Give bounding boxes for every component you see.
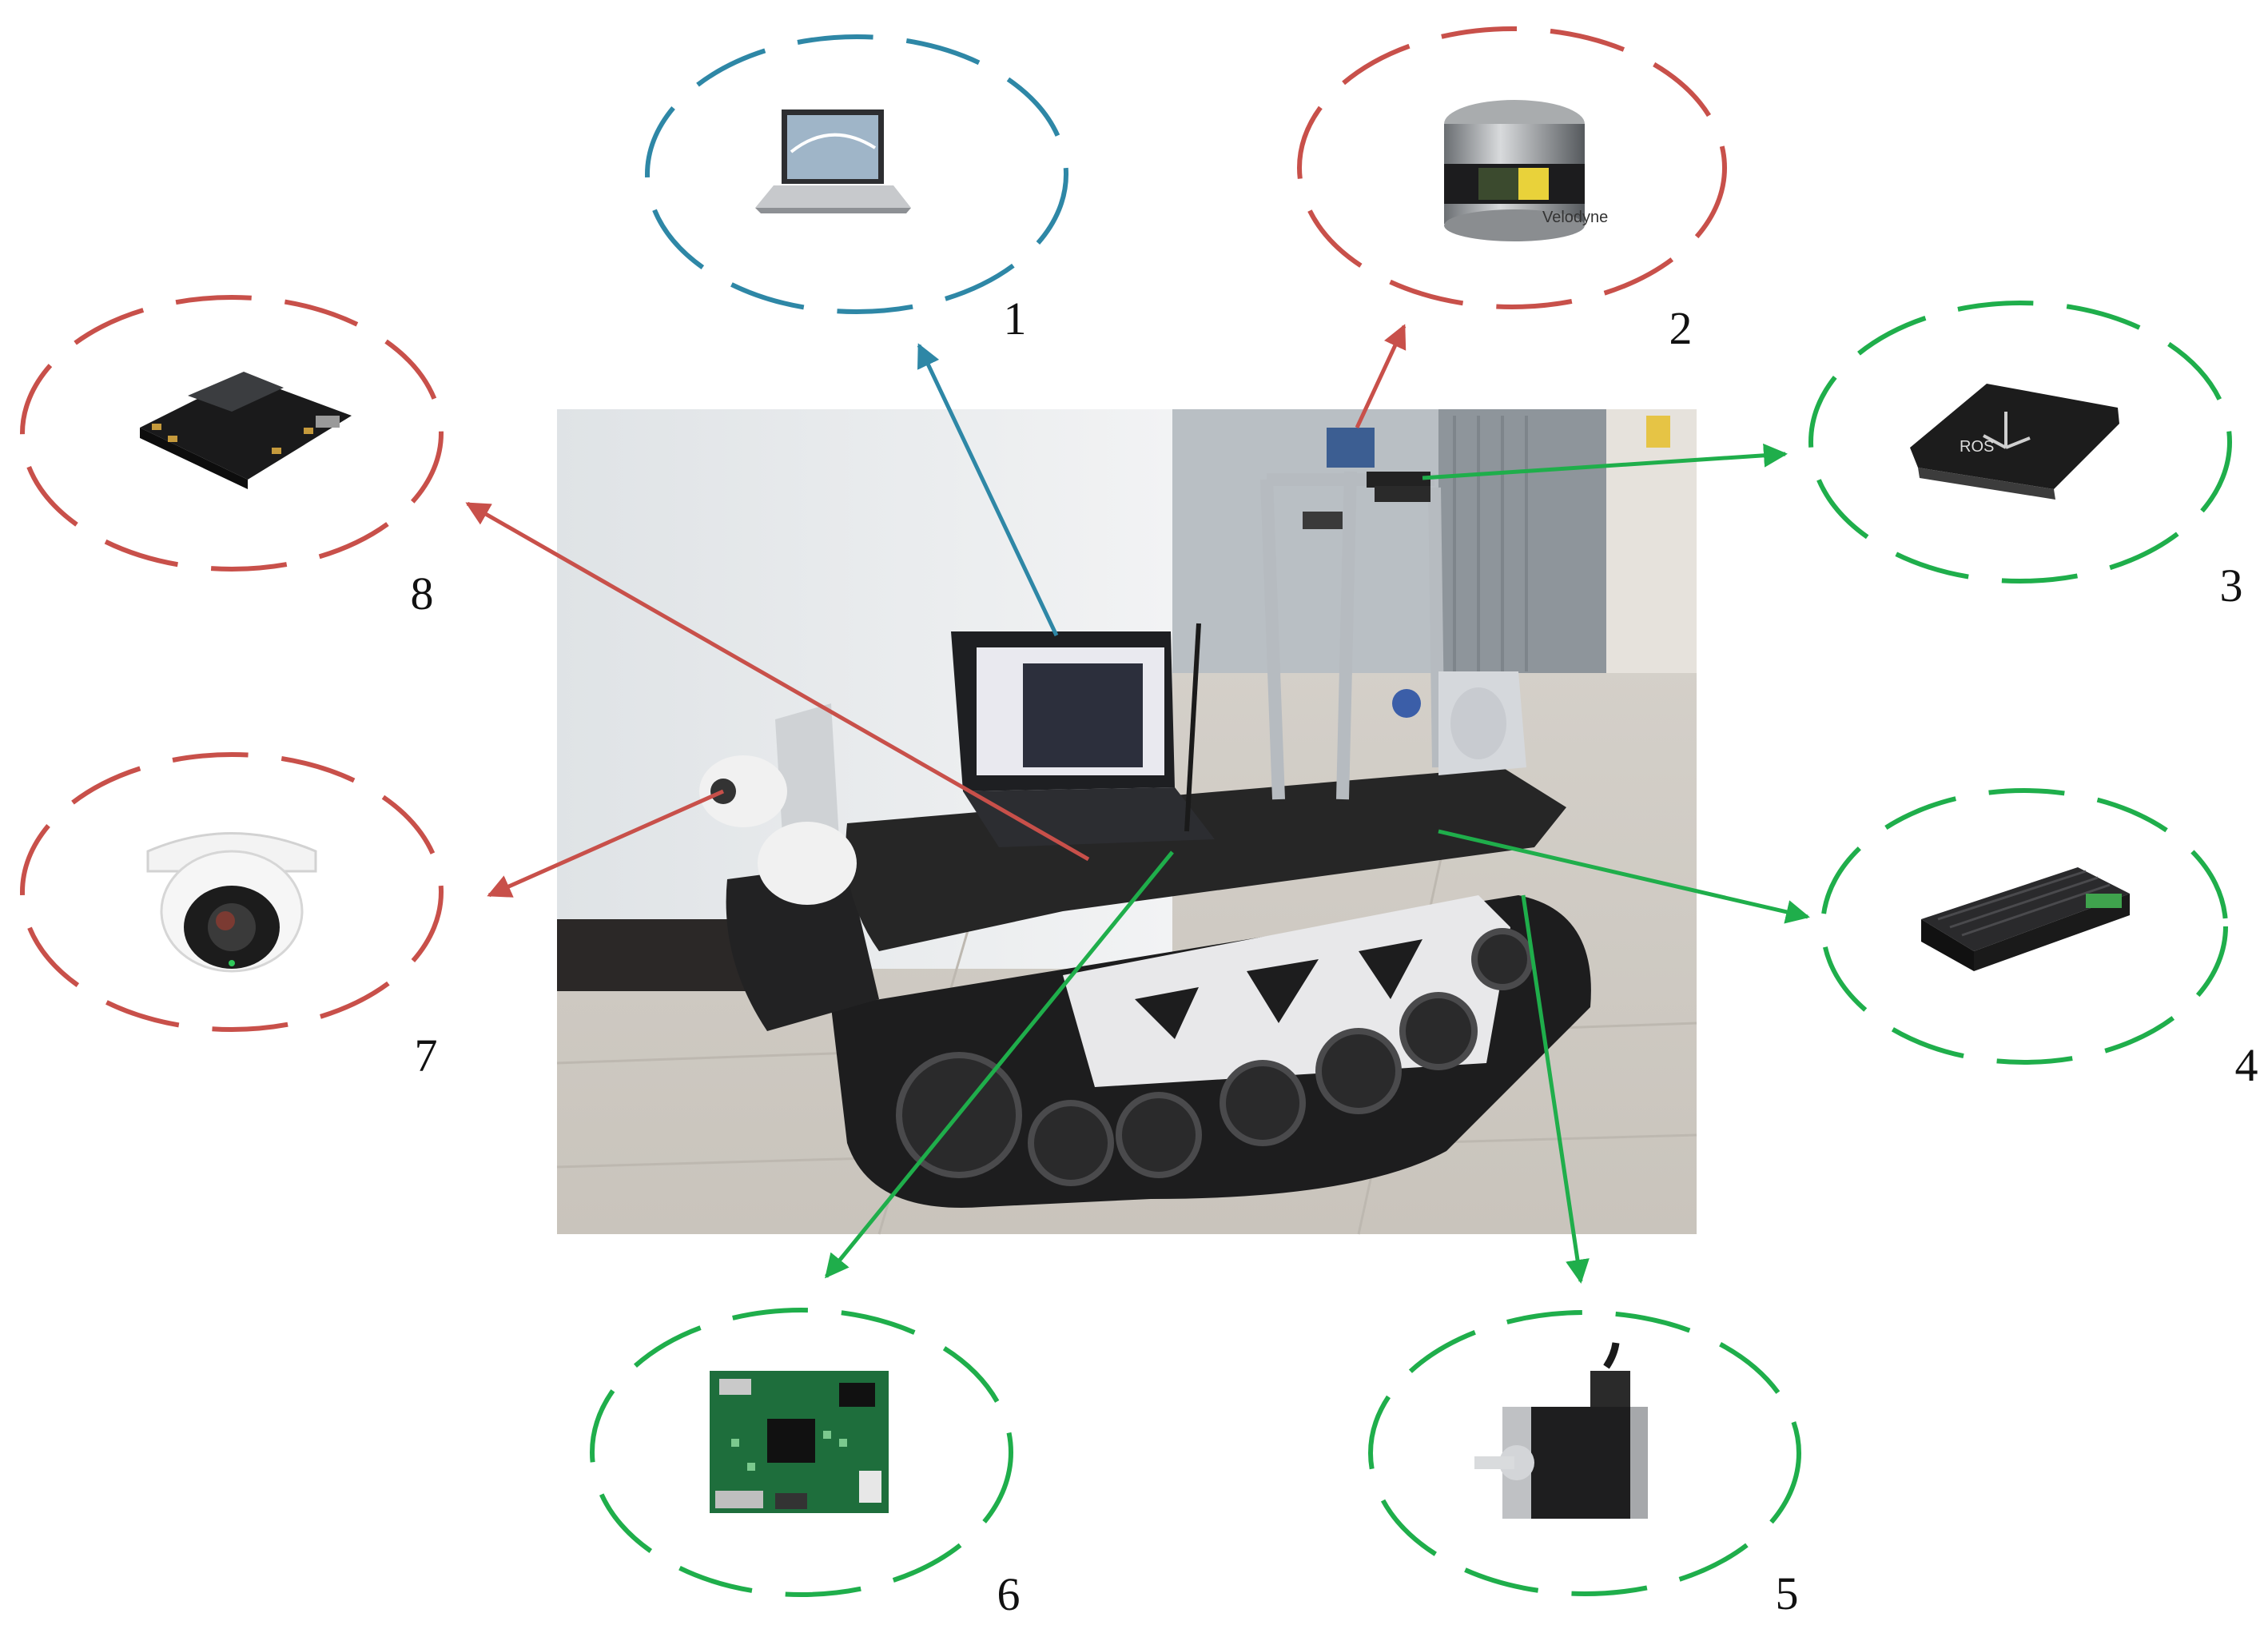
- arrow-to-node-8: [465, 501, 1090, 862]
- lidar-icon: Velodyne: [1444, 100, 1608, 241]
- node-5-ellipse: [1368, 1310, 1801, 1596]
- arrow-to-node-5: [1521, 894, 1590, 1284]
- tracked-robot-photo: [556, 409, 1697, 1235]
- dome-camera-icon: [146, 832, 317, 973]
- arrow-to-node-4: [1438, 829, 1810, 924]
- node-3-ellipse: [1808, 301, 2232, 583]
- node-7: 7: [20, 752, 444, 1081]
- arrow-to-node-7: [487, 789, 725, 898]
- node-3-label: 3: [2220, 560, 2243, 611]
- node-2-label: 2: [1669, 302, 1693, 354]
- node-1: 1: [645, 34, 1068, 345]
- node-5-label: 5: [1776, 1567, 1799, 1619]
- arrow-to-node-6: [825, 850, 1174, 1279]
- node-2: Velodyne 2: [1297, 26, 1727, 354]
- node-6-ellipse: [590, 1308, 1013, 1597]
- node-6: 6: [590, 1308, 1021, 1620]
- node-7-label: 7: [415, 1030, 438, 1081]
- node-4-ellipse: [1820, 788, 2228, 1065]
- laptop-icon: [755, 110, 911, 213]
- svg-text:Velodyne: Velodyne: [1542, 209, 1608, 226]
- node-8-label: 8: [411, 568, 434, 619]
- node-7-ellipse: [20, 752, 444, 1032]
- motor-driver-icon: [1921, 867, 2130, 971]
- node-4-label: 4: [2235, 1039, 2258, 1091]
- node-1-ellipse: [645, 34, 1068, 314]
- svg-text:ROS: ROS: [1960, 438, 1994, 456]
- node-1-label: 1: [1004, 293, 1027, 345]
- arrow-to-node-2: [1355, 324, 1407, 429]
- fpga-board-icon: [710, 1371, 889, 1513]
- connection-arrows: [465, 324, 1810, 1284]
- node-4: 4: [1820, 788, 2258, 1091]
- arrow-to-node-1: [917, 343, 1059, 637]
- arrow-to-node-3: [1422, 443, 1788, 480]
- node-8: 8: [20, 295, 444, 619]
- imu-icon: ROS: [1910, 384, 2119, 500]
- node-2-ellipse: [1297, 26, 1727, 309]
- node-8-ellipse: [20, 295, 444, 572]
- jetson-board-icon: [140, 372, 352, 489]
- stepper-motor-icon: [1474, 1342, 1648, 1519]
- node-6-label: 6: [997, 1568, 1021, 1620]
- node-3: ROS 3: [1808, 301, 2243, 611]
- node-5: 5: [1368, 1310, 1801, 1619]
